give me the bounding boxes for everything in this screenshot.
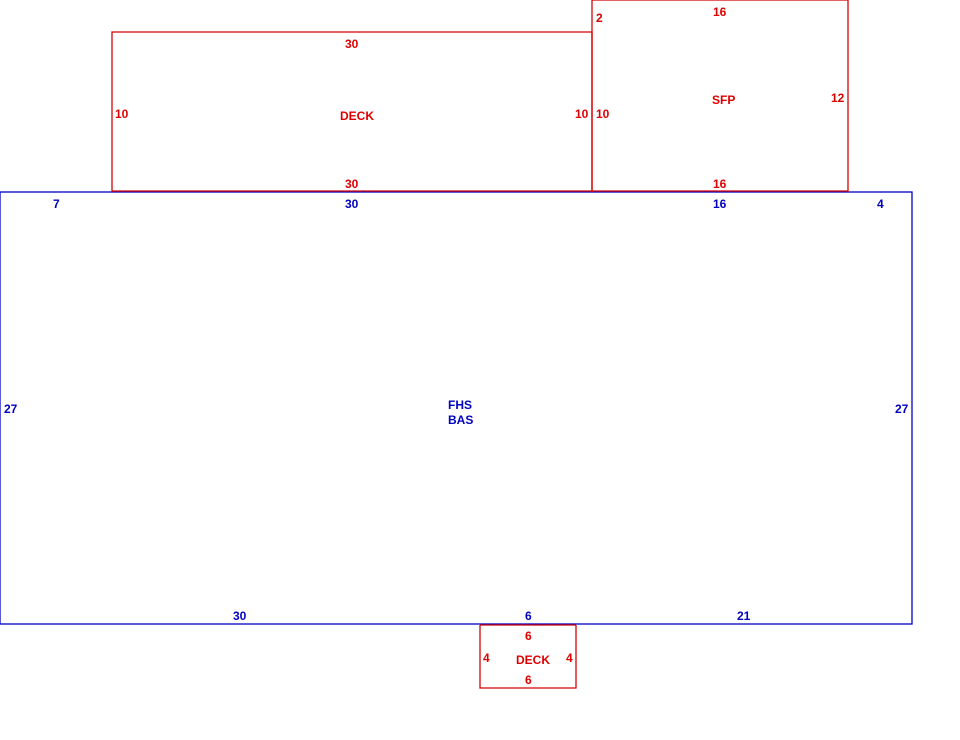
dim-main-top-right-mid: 16 [713, 197, 727, 211]
dim-sfp-top: 16 [713, 5, 727, 19]
dim-deck-bottom-right: 4 [566, 651, 573, 665]
dim-main-top-left: 7 [53, 197, 60, 211]
dim-deck-top-left: 10 [115, 107, 129, 121]
dim-sfp-bottom: 16 [713, 177, 727, 191]
deck-bottom: DECK 6 6 4 4 [479, 624, 577, 689]
dim-main-right: 27 [895, 402, 909, 416]
dim-sfp-right: 12 [831, 91, 845, 105]
dim-sfp-left-jog: 2 [596, 11, 603, 25]
dim-deck-bottom-left: 4 [483, 651, 490, 665]
dim-main-bottom-right: 21 [737, 609, 751, 623]
dim-main-bottom-left: 30 [233, 609, 247, 623]
deck-bottom-label: DECK [516, 653, 550, 667]
deck-bottom-outline [479, 625, 577, 689]
dim-main-top-right: 4 [877, 197, 884, 211]
dim-deck-bottom-bottom: 6 [525, 673, 532, 687]
main-area-label-1: FHS [448, 398, 472, 412]
dim-main-left: 27 [4, 402, 18, 416]
deck-top: DECK 30 30 10 10 [111, 31, 593, 192]
deck-top-label: DECK [340, 109, 374, 123]
dim-deck-bottom-top: 6 [525, 629, 532, 643]
main-area: FHS BAS 7 30 16 4 27 27 30 6 21 [0, 191, 913, 625]
dim-deck-top-top: 30 [345, 37, 359, 51]
dim-deck-top-right: 10 [575, 107, 589, 121]
main-area-label-2: BAS [448, 413, 473, 427]
sfp-label: SFP [712, 93, 735, 107]
dim-sfp-left: 10 [596, 107, 610, 121]
dim-main-top-mid: 30 [345, 197, 359, 211]
dim-main-bottom-mid: 6 [525, 609, 532, 623]
sfp-outline [591, 0, 849, 192]
main-area-outline [0, 191, 913, 625]
dim-deck-top-bottom: 30 [345, 177, 359, 191]
sfp-area: SFP 16 16 2 10 12 [591, 0, 849, 192]
